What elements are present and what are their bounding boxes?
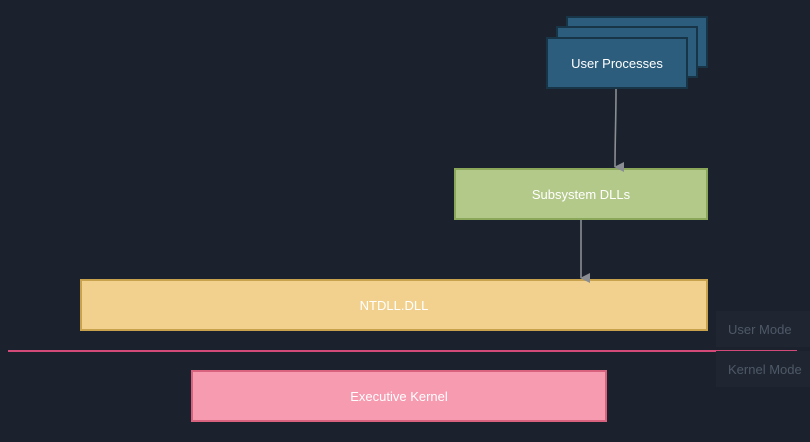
executive-kernel-node: Executive Kernel (191, 370, 607, 422)
ntdll-node: NTDLL.DLL (80, 279, 708, 331)
executive-kernel-label: Executive Kernel (350, 388, 448, 404)
ntdll-label: NTDLL.DLL (359, 297, 429, 313)
subsystem-dlls-label: Subsystem DLLs (531, 186, 631, 202)
user-mode-label: User Mode (716, 311, 810, 347)
kernel-mode-label: Kernel Mode (716, 351, 810, 387)
arrow-processes-to-subsystem (614, 88, 625, 173)
mode-divider-line (8, 350, 797, 352)
user-processes-node: User Processes (546, 37, 688, 89)
user-processes-label: User Processes (571, 55, 663, 71)
subsystem-dlls-node: Subsystem DLLs (454, 168, 708, 220)
